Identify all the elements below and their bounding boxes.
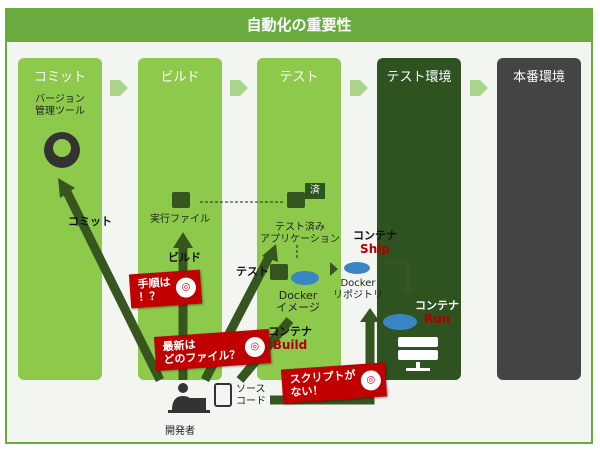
exe-label: 実行ファイル — [150, 214, 210, 225]
developer-icon — [168, 383, 210, 413]
stage-test: テスト — [257, 58, 341, 380]
source-code-icon — [214, 383, 232, 407]
test-arrow-label: テスト — [236, 265, 269, 278]
exe-file-icon — [172, 192, 190, 208]
stage-production: 本番環境 — [497, 58, 581, 380]
confused-face-icon: ◎ — [360, 369, 382, 392]
docker-repo-label: Docker リポジトリ — [333, 278, 383, 301]
server-icon — [398, 337, 438, 371]
tested-app-label: テスト済み アプリケーション — [260, 222, 340, 245]
build-arrow-label: ビルド — [168, 251, 201, 264]
docker-image-label: Docker イメージ — [276, 289, 320, 314]
done-badge: 済 — [310, 185, 320, 196]
confused-face-icon: ◎ — [175, 276, 197, 299]
tested-file-icon — [287, 192, 305, 208]
docker-icon — [291, 271, 319, 285]
callout-no-script: スクリプトが ない！◎ — [280, 362, 388, 404]
confused-face-icon: ◎ — [244, 336, 266, 358]
done-badge-bg — [305, 183, 325, 199]
stage-chevrons — [110, 80, 488, 96]
vcs-label: バージョン 管理ツール — [35, 94, 85, 117]
commit-arrow-label: コミット — [68, 215, 112, 228]
stage-commit: コミット — [18, 58, 102, 380]
diagram-title: 自動化の重要性 — [5, 8, 593, 42]
developer-label: 開発者 — [165, 426, 195, 437]
callout-procedure: 手順は ！？◎ — [128, 269, 203, 309]
source-code-label: ソース コード — [236, 384, 266, 407]
